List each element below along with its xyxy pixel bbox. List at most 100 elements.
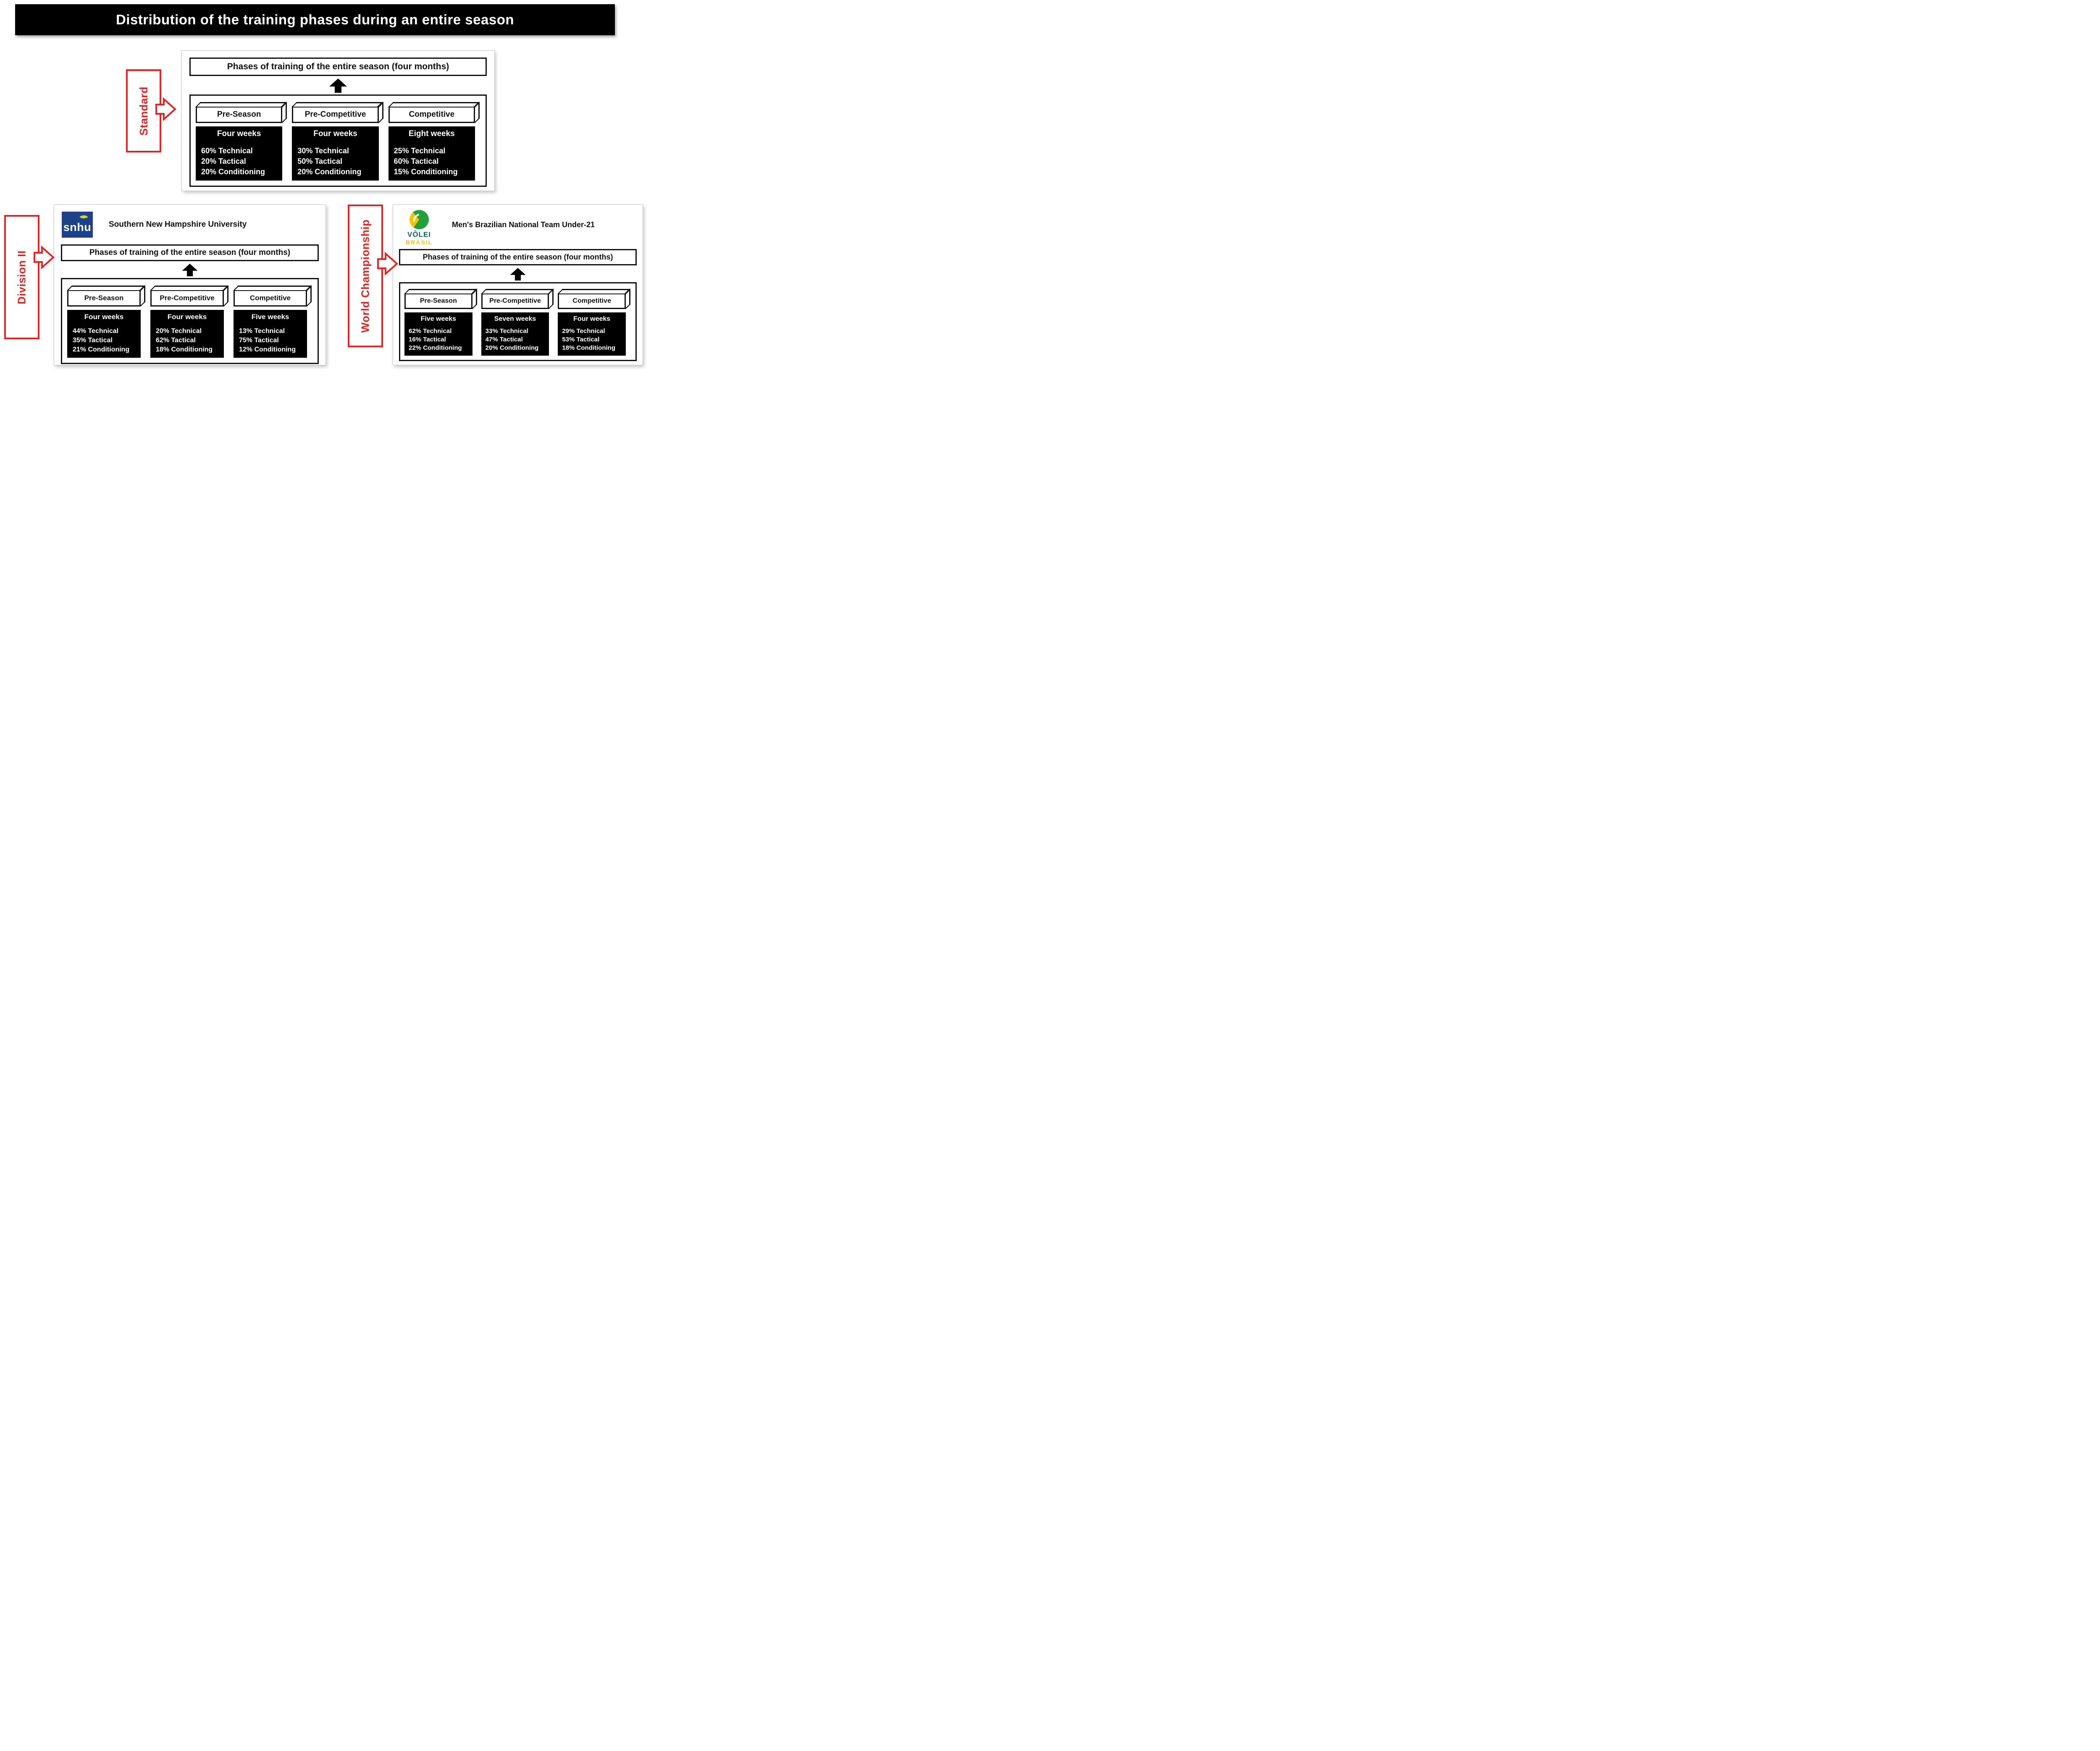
panel-world-championship: VÔLEI BRASIL Men's Brazilian National Te… xyxy=(393,204,643,365)
stat-lines: 30% Technical 50% Tactical 20% Condition… xyxy=(292,146,378,177)
phase-name-box: Pre-Season xyxy=(404,293,472,309)
phase-duration: Four weeks xyxy=(573,315,611,322)
red-arrow-icon xyxy=(155,97,176,121)
phase-stats-box: Four weeks 44% Technical 35% Tactical 21… xyxy=(67,310,141,358)
page: Distribution of the training phases duri… xyxy=(0,0,647,370)
phase-name-box: Competitive xyxy=(558,293,626,309)
phase-stats-box: Seven weeks 33% Technical 47% Tactical 2… xyxy=(481,312,549,356)
stat-conditioning: 12% Conditioning xyxy=(239,346,296,353)
phase-name: Competitive xyxy=(249,294,291,302)
phase-stats-box: Four weeks 30% Technical 50% Tactical 20… xyxy=(292,126,379,181)
label-division-ii: Division II xyxy=(4,215,39,339)
snhu-logo-text: snhu xyxy=(63,221,92,233)
page-title: Distribution of the training phases duri… xyxy=(116,12,514,27)
phase-name: Pre-Competitive xyxy=(304,110,366,119)
red-arrow-icon xyxy=(377,252,398,275)
stat-tactical: 53% Tactical xyxy=(562,336,600,343)
phase-name-box: Pre-Competitive xyxy=(150,290,224,307)
title-banner: Distribution of the training phases duri… xyxy=(15,4,615,35)
stat-tactical: 47% Tactical xyxy=(485,336,523,343)
panel-standard: Phases of training of the entire season … xyxy=(181,50,495,191)
phase-column-pre-season: Pre-Season Five weeks 62% Technical 16% … xyxy=(404,288,478,356)
stat-lines: 33% Technical 47% Tactical 20% Condition… xyxy=(481,327,549,352)
up-arrow-icon xyxy=(510,268,526,280)
stat-lines: 13% Technical 75% Tactical 12% Condition… xyxy=(234,327,307,354)
phase-duration: Four weeks xyxy=(84,313,124,321)
stat-technical: 25% Technical xyxy=(394,147,446,155)
stat-lines: 60% Technical 20% Tactical 20% Condition… xyxy=(196,146,282,177)
phases-container: Pre-Season Four weeks 44% Technical 35% … xyxy=(61,278,319,364)
phases-container: Pre-Season Five weeks 62% Technical 16% … xyxy=(399,282,637,361)
stat-lines: 25% Technical 60% Tactical 15% Condition… xyxy=(388,146,475,177)
org-row: VÔLEI BRASIL Men's Brazilian National Te… xyxy=(401,210,637,246)
org-row: snhu Southern New Hampshire University xyxy=(62,212,319,238)
phase-name: Pre-Season xyxy=(420,297,457,304)
phase-stats-box: Five weeks 13% Technical 75% Tactical 12… xyxy=(234,310,307,358)
label-standard-text: Standard xyxy=(137,86,150,136)
stat-conditioning: 18% Conditioning xyxy=(562,344,616,351)
stat-technical: 44% Technical xyxy=(73,328,119,335)
phase-name-box: Competitive xyxy=(234,290,307,307)
stat-technical: 29% Technical xyxy=(562,328,605,335)
phase-name: Pre-Season xyxy=(84,294,124,302)
volei-logo-line2: BRASIL xyxy=(405,239,433,246)
stat-technical: 13% Technical xyxy=(239,328,285,335)
volei-brasil-logo: VÔLEI BRASIL xyxy=(401,210,438,246)
label-world-championship: World Championship xyxy=(348,204,383,347)
season-header: Phases of training of the entire season … xyxy=(61,244,319,261)
label-world-championship-text: World Championship xyxy=(359,219,372,333)
phase-column-competitive: Competitive Eight weeks 25% Technical 60… xyxy=(388,101,480,181)
phase-name-box: Pre-Competitive xyxy=(292,106,379,123)
phase-stats-box: Eight weeks 25% Technical 60% Tactical 1… xyxy=(388,126,475,181)
stat-lines: 29% Technical 53% Tactical 18% Condition… xyxy=(558,327,626,352)
label-division-ii-text: Division II xyxy=(15,250,28,304)
stat-tactical: 35% Tactical xyxy=(73,337,113,344)
phase-name-box: Pre-Competitive xyxy=(481,293,549,309)
phase-column-competitive: Competitive Four weeks 29% Technical 53%… xyxy=(558,288,631,356)
phase-column-pre-competitive: Pre-Competitive Seven weeks 33% Technica… xyxy=(481,288,555,356)
phase-stats-box: Five weeks 62% Technical 16% Tactical 22… xyxy=(404,312,472,356)
org-name: Men's Brazilian National Team Under-21 xyxy=(452,220,595,229)
season-header: Phases of training of the entire season … xyxy=(399,249,637,265)
up-arrow-icon xyxy=(329,79,347,93)
phase-duration: Four weeks xyxy=(217,129,261,138)
stat-conditioning: 20% Conditioning xyxy=(485,344,539,351)
leaf-icon xyxy=(79,213,88,221)
snhu-logo: snhu xyxy=(62,212,93,238)
up-arrow-icon xyxy=(182,264,198,276)
phase-column-pre-competitive: Pre-Competitive Four weeks 20% Technical… xyxy=(150,284,229,358)
stat-tactical: 60% Tactical xyxy=(394,157,439,165)
stat-lines: 62% Technical 16% Tactical 22% Condition… xyxy=(404,327,472,352)
volei-brasil-mark-icon xyxy=(410,210,429,229)
phase-name: Pre-Competitive xyxy=(160,294,215,302)
phase-name-box: Competitive xyxy=(388,106,475,123)
phase-stats-box: Four weeks 29% Technical 53% Tactical 18… xyxy=(558,312,626,356)
stat-technical: 30% Technical xyxy=(297,147,349,155)
phase-name: Pre-Season xyxy=(217,110,261,119)
phase-duration: Four weeks xyxy=(167,313,207,321)
phase-column-pre-season: Pre-Season Four weeks 60% Technical 20% … xyxy=(196,101,288,181)
phase-name: Competitive xyxy=(409,110,455,119)
phase-column-pre-season: Pre-Season Four weeks 44% Technical 35% … xyxy=(67,284,146,358)
stat-technical: 20% Technical xyxy=(156,328,202,335)
org-name: Southern New Hampshire University xyxy=(109,220,247,229)
stat-tactical: 75% Tactical xyxy=(239,337,279,344)
panel-division-ii: snhu Southern New Hampshire University P… xyxy=(54,204,326,365)
phase-column-pre-competitive: Pre-Competitive Four weeks 30% Technical… xyxy=(292,101,384,181)
stat-technical: 33% Technical xyxy=(485,328,528,335)
phase-name: Pre-Competitive xyxy=(489,297,541,304)
volei-logo-line1: VÔLEI xyxy=(407,231,431,239)
phase-duration: Five weeks xyxy=(420,315,457,322)
stat-technical: 62% Technical xyxy=(409,328,452,335)
phase-stats-box: Four weeks 60% Technical 20% Tactical 20… xyxy=(196,126,283,181)
season-header: Phases of training of the entire season … xyxy=(189,58,487,76)
phase-duration: Seven weeks xyxy=(494,315,536,322)
phase-duration: Eight weeks xyxy=(408,129,455,138)
stat-tactical: 62% Tactical xyxy=(156,337,196,344)
phase-duration: Five weeks xyxy=(251,313,289,321)
stat-conditioning: 22% Conditioning xyxy=(409,344,462,351)
phase-name-box: Pre-Season xyxy=(67,290,141,307)
stat-lines: 20% Technical 62% Tactical 18% Condition… xyxy=(150,327,224,354)
stat-conditioning: 18% Conditioning xyxy=(156,346,213,353)
phase-duration: Four weeks xyxy=(313,129,357,138)
